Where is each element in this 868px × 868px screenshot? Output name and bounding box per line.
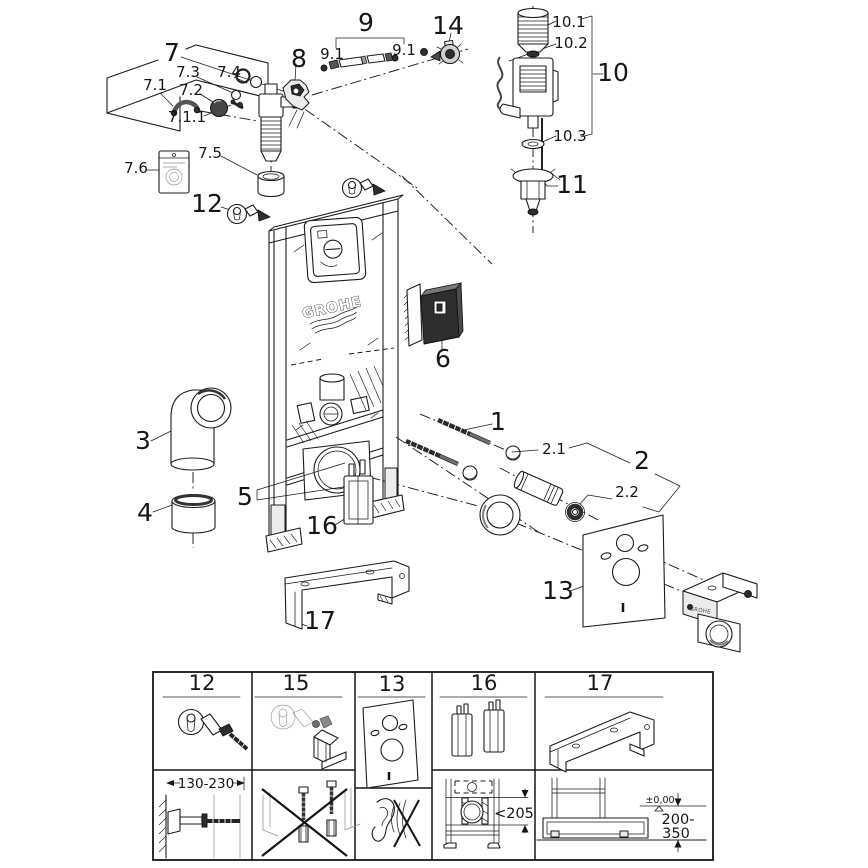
callout-8: 8 xyxy=(291,44,307,73)
table-header-16: 16 xyxy=(471,671,498,695)
table-header-12: 12 xyxy=(189,671,216,695)
spacer-sleeve xyxy=(513,470,564,506)
callout-labels: 7 7.3 7.4 7.1 7.2 7.1.1 7.5 7.6 8 9 9.1 … xyxy=(124,8,650,635)
frame-lower-mechanism xyxy=(286,365,384,501)
part-9-connection-hose xyxy=(320,37,428,72)
threaded-rod xyxy=(405,438,459,467)
frame-feet xyxy=(265,467,405,553)
callout-7-1: 7.1 xyxy=(143,76,167,94)
callout-12: 12 xyxy=(191,189,223,218)
ring-7-4b xyxy=(249,75,263,89)
cap-7-2 xyxy=(210,99,228,117)
cover-cap xyxy=(462,465,478,481)
callout-10-2: 10.2 xyxy=(554,34,587,52)
table-header-13: 13 xyxy=(379,672,406,696)
callout-9-1b: 9.1 xyxy=(392,41,416,59)
part-16-fixing-cartridge xyxy=(334,459,374,526)
inspection-window xyxy=(303,216,367,284)
icon-wall-distance xyxy=(158,776,245,859)
icon-hanger-bolt xyxy=(177,708,249,751)
part-17-support-rail xyxy=(284,560,410,630)
callout-7-6: 7.6 xyxy=(124,159,148,177)
icon-no-screws xyxy=(261,780,361,857)
callout-7-4: 7.4 xyxy=(217,63,241,81)
callout-6: 6 xyxy=(435,344,451,373)
callout-2-1: 2.1 xyxy=(542,440,566,458)
part-8-clamp xyxy=(282,63,310,129)
callout-10-1: 10.1 xyxy=(552,13,585,31)
part-10-1-cartridge xyxy=(517,7,549,58)
icon-frame-width xyxy=(443,778,529,849)
callout-16: 16 xyxy=(306,511,338,540)
main-frame: GROHE xyxy=(265,194,405,553)
washer-7-3 xyxy=(230,89,242,101)
escutcheon xyxy=(479,494,521,536)
wall-bracket: GROHE xyxy=(682,572,758,653)
callout-13: 13 xyxy=(542,576,574,605)
part-6-module xyxy=(403,281,464,353)
callout-1: 1 xyxy=(490,407,506,436)
callout-7-1-1: 7.1.1 xyxy=(168,108,206,126)
callout-5: 5 xyxy=(237,482,253,511)
group-7-filling-valve xyxy=(106,44,300,198)
cover-cap xyxy=(505,445,521,461)
icon-installation-height xyxy=(536,777,707,853)
dim-wall-distance: 130-230 xyxy=(178,776,234,792)
callout-10-3: 10.3 xyxy=(553,127,586,145)
table-header-15: 15 xyxy=(283,671,310,695)
part-4-protection-cap xyxy=(152,493,216,534)
part-3-flush-bend xyxy=(150,387,232,471)
part-14-connector xyxy=(430,32,464,65)
dim-height-range-bottom: 350 xyxy=(662,826,690,842)
callout-9: 9 xyxy=(358,8,374,37)
callout-17: 17 xyxy=(304,606,336,635)
callout-11: 11 xyxy=(556,170,588,199)
callout-4: 4 xyxy=(137,498,153,527)
callout-7: 7 xyxy=(164,38,180,67)
callout-14: 14 xyxy=(432,11,464,40)
threaded-rod xyxy=(437,417,491,446)
seal-ring xyxy=(565,502,585,522)
part-13-sound-insulation xyxy=(569,514,666,628)
ring-7-4a xyxy=(235,68,251,84)
icon-fixing-cartridges xyxy=(451,699,505,757)
callout-7-5: 7.5 xyxy=(198,144,222,162)
dim-frame-width: <205 xyxy=(494,806,534,822)
table-header-17: 17 xyxy=(587,671,614,695)
callout-7-2: 7.2 xyxy=(179,81,203,99)
icon-no-noise xyxy=(371,798,421,848)
flush-valve-housing xyxy=(499,57,559,129)
part-10-2-wire xyxy=(496,56,506,113)
hanger-bolt xyxy=(341,177,386,199)
seal-cup-7-5 xyxy=(257,170,285,198)
bracket-logo-text: GROHE xyxy=(689,606,711,615)
spare-kit-7-6 xyxy=(158,150,190,194)
group-10-flush-valve xyxy=(496,7,604,216)
callout-7-3: 7.3 xyxy=(176,63,200,81)
part-12-hanger-bolts xyxy=(220,177,386,225)
icon-support-rail xyxy=(549,711,655,773)
callout-10: 10 xyxy=(597,58,629,87)
callout-2-2: 2.2 xyxy=(615,483,639,501)
callout-9-1a: 9.1 xyxy=(320,45,344,63)
callout-2: 2 xyxy=(634,446,650,475)
part-11-valve-seat xyxy=(510,168,561,216)
callout-3: 3 xyxy=(135,426,151,455)
icon-sound-insulation-pad xyxy=(362,699,419,789)
grohe-logo: GROHE xyxy=(301,294,364,334)
hanger-bolt xyxy=(226,203,271,225)
dim-floor-level: ±0,00 xyxy=(645,795,674,806)
group-1-2-fastening-set xyxy=(405,417,681,536)
dim-height-range-top: 200- xyxy=(662,812,695,828)
reference-table: 12 15 13 16 17 130-230 xyxy=(152,671,714,861)
part-10-3-washer xyxy=(521,138,545,150)
icon-hanger-with-bracket xyxy=(270,704,347,770)
